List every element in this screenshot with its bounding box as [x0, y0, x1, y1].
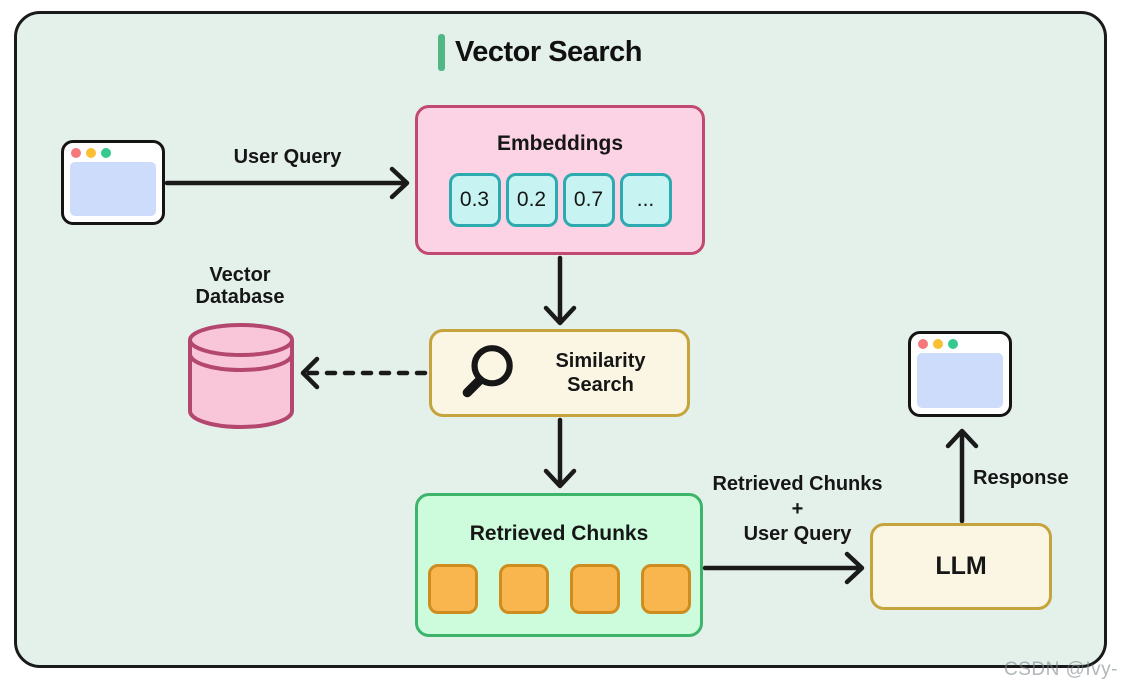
watermark: CSDN @Ivy-: [1003, 659, 1118, 680]
embedding-value-chip: 0.7: [562, 173, 615, 227]
red-dot-icon: [71, 147, 81, 158]
browser-titlebar: [911, 334, 1009, 353]
handoff-label: Retrieved Chunks + User Query: [705, 472, 890, 547]
retrieved-chunks-node: Retrieved Chunks: [415, 493, 703, 637]
browser-titlebar: [64, 143, 162, 162]
vector-database-label-line2: Database: [195, 286, 285, 308]
embedding-values-row: 0.3 0.2 0.7 ...: [418, 173, 702, 227]
browser-content-area: [917, 353, 1003, 408]
chunk-box: [427, 564, 478, 614]
response-browser-window-icon: [908, 331, 1012, 417]
handoff-label-line3: User Query: [743, 523, 852, 545]
embedding-value-chip: 0.3: [448, 173, 501, 227]
similarity-search-label-line2: Search: [567, 374, 634, 396]
green-dot-icon: [101, 147, 111, 158]
user-query-label: User Query: [233, 146, 342, 168]
title-accent-bar: [438, 34, 445, 71]
vector-database-label-line1: Vector: [209, 264, 271, 286]
page-title: Vector Search: [455, 36, 642, 68]
browser-content-area: [70, 162, 156, 216]
similarity-search-label: Similarity Search: [520, 349, 681, 397]
vector-database-label: Vector Database: [175, 264, 305, 308]
red-dot-icon: [918, 338, 928, 349]
embedding-value-chip: 0.2: [505, 173, 558, 227]
search-icon: [458, 342, 520, 404]
green-dot-icon: [948, 338, 958, 349]
yellow-dot-icon: [86, 147, 96, 158]
similarity-search-label-line1: Similarity: [555, 350, 646, 372]
chunk-box: [569, 564, 620, 614]
user-browser-window-icon: [61, 140, 165, 225]
chunk-box: [498, 564, 549, 614]
embedding-value-chip: ...: [619, 173, 672, 227]
chunk-box: [640, 564, 691, 614]
embeddings-node: Embeddings 0.3 0.2 0.7 ...: [415, 105, 705, 255]
handoff-label-line1: Retrieved Chunks: [712, 473, 883, 495]
database-cylinder-icon: [188, 323, 294, 429]
diagram-header: Vector Search: [438, 34, 642, 71]
embeddings-title: Embeddings: [496, 132, 623, 155]
retrieved-chunks-title: Retrieved Chunks: [469, 522, 649, 545]
yellow-dot-icon: [933, 338, 943, 349]
llm-node: LLM: [870, 523, 1052, 610]
response-label: Response: [973, 467, 1069, 489]
vector-database-node: [186, 321, 296, 431]
chunk-row: [418, 564, 700, 614]
similarity-search-node: Similarity Search: [429, 329, 690, 417]
handoff-label-line2: +: [791, 498, 804, 520]
